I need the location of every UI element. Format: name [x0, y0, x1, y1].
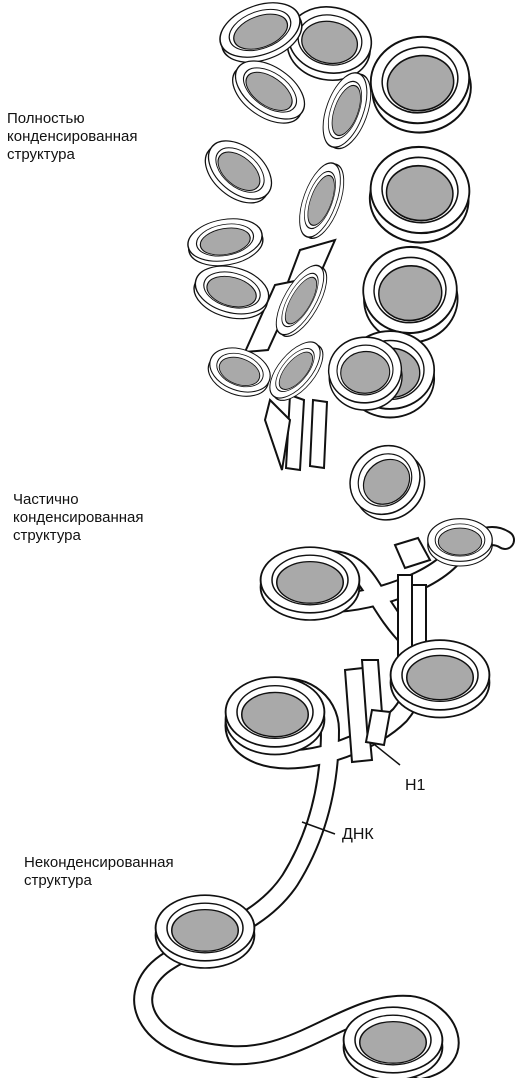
fully-condensed-fiber: [185, 0, 478, 534]
fully-condensed-label: Полностью конденсированная структура: [7, 110, 137, 164]
dna-label: ДНК: [342, 826, 374, 844]
uncondensed-label-line-2: структура: [24, 872, 174, 890]
partially-condensed-label-line-2: конденсированная: [13, 509, 143, 527]
h1-leader-line: [375, 745, 400, 765]
fully-condensed-label-line-2: конденсированная: [7, 128, 137, 146]
partially-condensed-label-line-3: структура: [13, 527, 143, 545]
uncondensed-label-line-1: Неконденсированная: [24, 854, 174, 872]
partially-condensed-label: Частично конденсированная структура: [13, 491, 143, 545]
fully-condensed-label-line-3: структура: [7, 146, 137, 164]
uncondensed-label: Неконденсированная структура: [24, 854, 174, 890]
partially-condensed-label-line-1: Частично: [13, 491, 143, 509]
h1-label: H1: [405, 777, 425, 795]
fully-condensed-label-line-1: Полностью: [7, 110, 137, 128]
